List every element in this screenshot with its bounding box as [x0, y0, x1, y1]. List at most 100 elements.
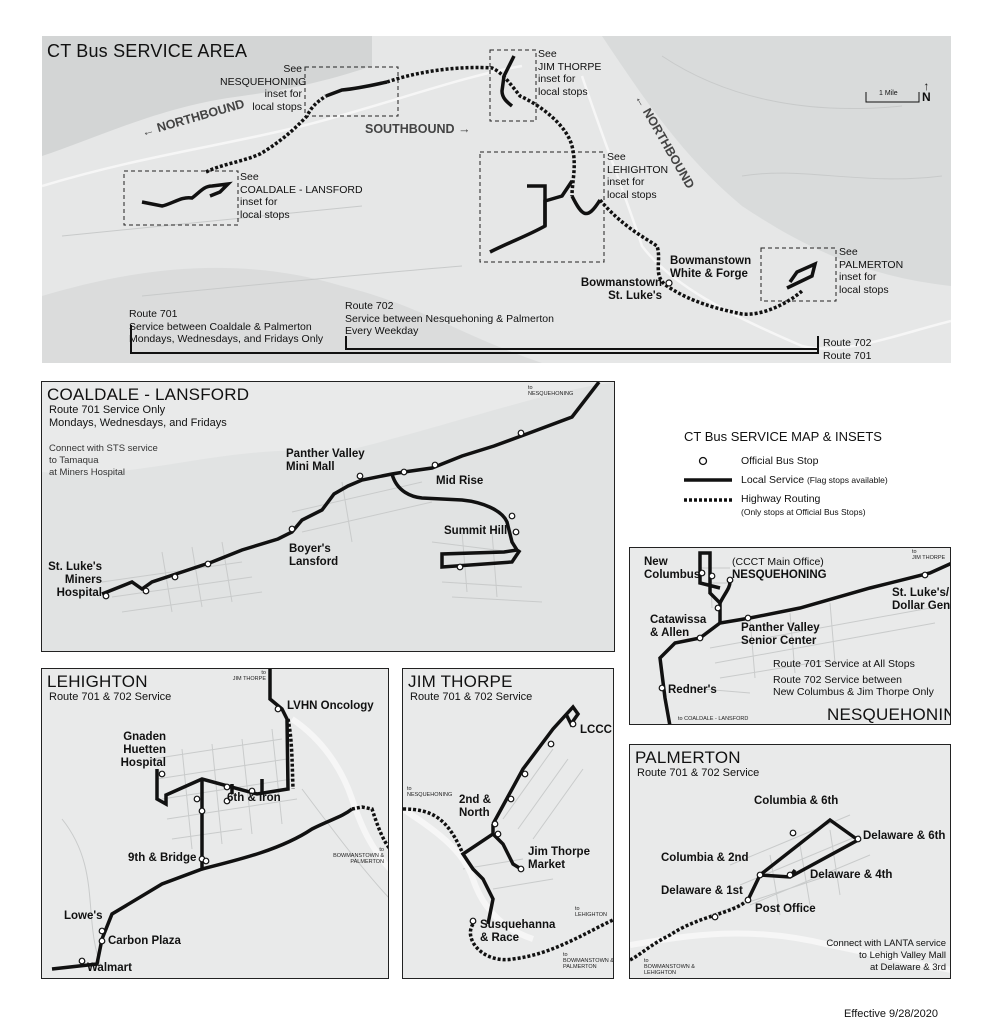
lccc-label: LCCC [580, 724, 612, 736]
jim-thorpe-stops [469, 720, 577, 925]
ccct-main-office-label: (CCCT Main Office) [732, 556, 824, 568]
inset-boxes [123, 49, 837, 302]
nesquehoning-map [658, 551, 950, 724]
palmerton-highway [630, 898, 750, 962]
lehighton-map [51, 669, 388, 971]
bowmanstown-white-forge-stop [665, 279, 673, 287]
legend: CT Bus SERVICE MAP & INSETS Official Bus… [684, 429, 944, 524]
nesquehoning-stop-label: NESQUEHONING [732, 569, 827, 581]
lehighton-stops [78, 705, 282, 965]
catawissa-allen-label: Catawissa& Allen [650, 614, 707, 639]
lvhn-oncology-label: LVHN Oncology [287, 700, 374, 712]
service-area-title: CT Bus SERVICE AREA [47, 41, 248, 61]
jim-thorpe-title: JIM THORPE [408, 672, 513, 691]
scale-label: 1 Mile [879, 90, 898, 97]
columbia-6th-label: Columbia & 6th [754, 795, 839, 807]
jim-thorpe-map [403, 704, 613, 962]
legend-local-service-label: Local Service (Flag stops available) [741, 474, 888, 486]
columbia-2nd-label: Columbia & 2nd [661, 852, 749, 864]
6th-iron-label: 6th & Iron [227, 792, 281, 804]
lehighton-title: LEHIGHTON [47, 672, 148, 691]
susquehanna-race-label: Susquehanna& Race [480, 919, 556, 944]
walmart-label: Walmart [87, 962, 132, 974]
nesquehoning-stops [658, 569, 929, 692]
local-routes [141, 55, 818, 290]
summit-hill-label: Summit Hill [444, 525, 508, 537]
lowes-label: Lowe's [64, 910, 103, 922]
nesquehoning-to-coaldale: to COALDALE - LANSFORD [678, 716, 749, 722]
9th-bridge-label: 9th & Bridge [128, 852, 197, 864]
lehighton-route [51, 669, 354, 971]
legend-bus-stop-label: Official Bus Stop [741, 455, 819, 467]
lehighton-subtitle: Route 701 & 702 Service [49, 691, 172, 703]
effective-date: Effective 9/28/2020 [844, 1008, 938, 1020]
coaldale-route [101, 382, 601, 596]
highway-route [205, 65, 804, 316]
service-area-map [42, 36, 951, 363]
palmerton-stops [711, 829, 862, 921]
north-arrow: ↑N [922, 79, 931, 104]
coaldale-stops [102, 429, 525, 600]
legend-highway-note: (Only stops at Official Bus Stops) [741, 507, 866, 517]
palmerton-panel: PALMERTON Route 701 & 702 Service Columb… [629, 744, 951, 979]
coaldale-lansford-panel: COALDALE - LANSFORD Route 701 Service On… [41, 381, 615, 652]
2nd-north-label: 2nd &North [459, 794, 491, 819]
jim-thorpe-subtitle: Route 701 & 702 Service [410, 691, 533, 703]
lehighton-highway [286, 718, 388, 850]
service-area-panel: CT Bus SERVICE AREA ← NORTHBOUND SOUTHBO… [42, 36, 951, 363]
delaware-4th-label: Delaware & 4th [810, 869, 893, 881]
palmerton-title: PALMERTON [635, 748, 741, 767]
delaware-6th-label: Delaware & 6th [863, 830, 946, 842]
redners-label: Redner's [668, 684, 717, 696]
palmerton-subtitle: Route 701 & 702 Service [637, 767, 760, 779]
jim-thorpe-highway [403, 807, 613, 962]
mid-rise-label: Mid Rise [436, 475, 484, 487]
coaldale-title: COALDALE - LANSFORD [47, 385, 250, 404]
legend-bus-stop-symbol [698, 456, 708, 466]
post-office-label: Post Office [755, 903, 816, 915]
nesquehoning-route [658, 551, 950, 724]
nesquehoning-title: NESQUEHONING [827, 705, 950, 724]
southbound-label: SOUTHBOUND → [365, 122, 471, 136]
delaware-1st-label: Delaware & 1st [661, 885, 743, 897]
route-brackets [130, 325, 819, 354]
carbon-plaza-label: Carbon Plaza [108, 935, 181, 947]
legend-highway-label: Highway Routing [741, 493, 821, 505]
palmerton-map [630, 814, 950, 973]
legend-title: CT Bus SERVICE MAP & INSETS [684, 429, 882, 444]
scale-bar [865, 92, 920, 103]
st-lukes-dollar-general-label: St. Luke's/Dollar General [892, 587, 951, 612]
